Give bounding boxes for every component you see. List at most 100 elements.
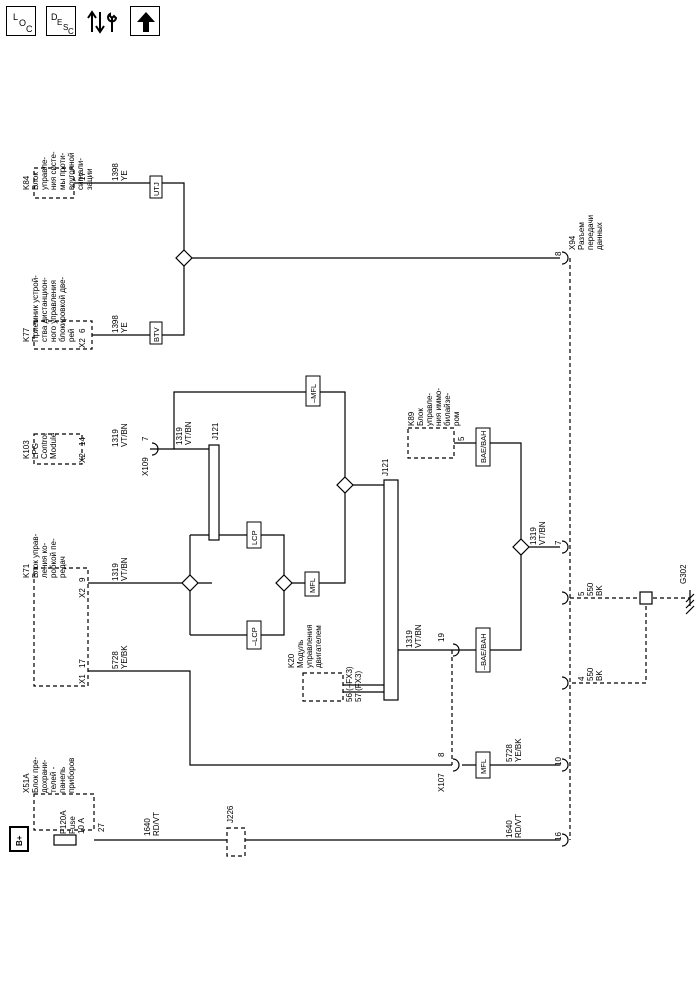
- splice-diamond-j121: [336, 476, 354, 494]
- svg-text:K84: K84: [22, 175, 31, 190]
- x94-pin-4: 4: [577, 676, 586, 681]
- loc-letter-l: L: [13, 12, 18, 22]
- svg-text:управле-: управле-: [425, 393, 434, 426]
- k103-connector: X2: [78, 453, 87, 463]
- svg-text:управления: управления: [305, 624, 314, 668]
- wire-label-k103: 1319 VT/BN: [111, 423, 129, 447]
- up-arrow-button[interactable]: [130, 6, 160, 36]
- x109-pin: 7: [141, 436, 150, 441]
- x51a-label: X51A Блок пре- дохрани- телей - панель п…: [22, 757, 76, 793]
- svg-text:1319: 1319: [405, 630, 414, 648]
- desc-letter-e: E: [57, 18, 62, 27]
- svg-text:K103: K103: [22, 440, 31, 459]
- k84-pin: 17: [78, 172, 87, 181]
- tag-lcp-box: [246, 521, 262, 549]
- svg-text:редач: редач: [58, 556, 67, 578]
- svg-text:YE/BK: YE/BK: [120, 645, 129, 669]
- j226-label: J226: [226, 805, 235, 823]
- desc-letter-c2: C: [68, 27, 74, 36]
- tag-lcp: LCP: [250, 530, 259, 545]
- ground-label: G302: [679, 564, 688, 584]
- svg-text:1398: 1398: [111, 163, 120, 181]
- k71-pin-a: 9: [78, 577, 87, 582]
- desc-button[interactable]: D E S C: [46, 6, 76, 36]
- desc-icon: D E S C: [51, 12, 74, 36]
- svg-text:данных: данных: [595, 222, 604, 250]
- x107-connector-arc: [452, 758, 460, 772]
- svg-text:воугонной: воугонной: [67, 153, 76, 190]
- x94-pin10-arc: [561, 758, 569, 772]
- wire-label-k20: 1319 VT/BN: [405, 624, 423, 648]
- x107-label: X107: [437, 773, 446, 792]
- j121-mid-bar: [383, 479, 399, 701]
- k71-connector-a: X2: [78, 588, 87, 598]
- svg-text:мы проти-: мы проти-: [58, 152, 67, 190]
- svg-text:VT/BN: VT/BN: [120, 557, 129, 581]
- x94-pin-10: 10: [554, 757, 563, 766]
- svg-text:Control: Control: [40, 433, 49, 459]
- k20-pin-57: 57 (FX3): [354, 671, 363, 702]
- svg-text:X94: X94: [568, 235, 577, 250]
- tag-bae-neg-box: [475, 627, 491, 673]
- x94-pin7-arc: [561, 540, 569, 554]
- svg-text:X51A: X51A: [22, 773, 31, 793]
- svg-text:двигателем: двигателем: [314, 625, 323, 668]
- svg-text:зации: зации: [85, 168, 94, 190]
- desc-letter-d: D: [51, 12, 58, 22]
- wire-label-x107: 5728 YE/BK: [505, 738, 523, 762]
- svg-text:YE/BK: YE/BK: [514, 738, 523, 762]
- j121-mid-label: J121: [381, 458, 390, 476]
- svg-text:10 A: 10 A: [77, 817, 86, 834]
- svg-text:Модуль: Модуль: [296, 640, 305, 668]
- x94-pin-5: 5: [577, 591, 586, 596]
- wire-lcp-loop: [189, 534, 285, 636]
- ground-connector-square: [639, 591, 653, 605]
- x94-pin-7: 7: [554, 540, 563, 545]
- svg-text:K77: K77: [22, 327, 31, 342]
- tag-mfl-top-box: [305, 375, 321, 407]
- battery-positive-box: [9, 826, 29, 852]
- wire-label-x94-16: 1640 RD/VT: [505, 814, 523, 838]
- svg-text:F120A: F120A: [59, 810, 68, 834]
- tag-mfl-low-box: [475, 751, 491, 779]
- svg-text:ния иммо-: ния иммо-: [434, 388, 443, 426]
- wire-bae-branch: [452, 547, 522, 651]
- svg-text:K89: K89: [407, 411, 416, 426]
- svg-text:ром: ром: [452, 412, 461, 426]
- loc-letter-o: O: [19, 18, 26, 28]
- svg-text:K20: K20: [287, 653, 296, 668]
- wire-label-fuse: 1640 RD/VT: [143, 812, 161, 836]
- svg-text:робкой пе-: робкой пе-: [49, 538, 58, 578]
- k77-pin: 6: [78, 328, 87, 333]
- dashed-ground-link: [570, 597, 647, 684]
- svg-text:RD/VT: RD/VT: [514, 814, 523, 838]
- svg-text:ления ко-: ления ко-: [40, 542, 49, 578]
- wire-label-k71a: 1319 VT/BN: [111, 557, 129, 581]
- svg-text:Module: Module: [49, 432, 58, 459]
- flow-tools-button[interactable]: [86, 6, 120, 36]
- svg-text:Блок: Блок: [31, 172, 40, 190]
- ground-icon: [685, 590, 695, 615]
- svg-text:YE: YE: [120, 322, 129, 333]
- k20-box: [302, 672, 344, 702]
- svg-text:1319: 1319: [111, 563, 120, 581]
- x107-pin: 8: [437, 752, 446, 757]
- svg-text:1398: 1398: [111, 315, 120, 333]
- x94-pin-8: 8: [554, 251, 563, 256]
- splice-diamond-top: [175, 249, 193, 267]
- x94-pin16-arc: [561, 833, 569, 847]
- svg-text:рей: рей: [67, 329, 76, 342]
- tag-lcp-neg: –LCP: [250, 627, 259, 646]
- wire-k71b-to-x107: [88, 670, 452, 766]
- k89-pin: 5: [457, 436, 466, 441]
- svg-text:550: 550: [586, 582, 595, 596]
- k71-box: [33, 567, 89, 687]
- wire-label-k84: 1398 YE: [111, 163, 129, 181]
- loc-button[interactable]: L O C: [6, 6, 36, 36]
- svg-text:Блок: Блок: [416, 408, 425, 426]
- wire-label-x94-5: 550 BK: [586, 582, 604, 596]
- svg-text:RD/VT: RD/VT: [152, 812, 161, 836]
- tag-mfl-low: MFL: [479, 759, 488, 774]
- wire-k84-to-x94: [74, 182, 560, 259]
- svg-text:Приемник устрой-: Приемник устрой-: [31, 275, 40, 342]
